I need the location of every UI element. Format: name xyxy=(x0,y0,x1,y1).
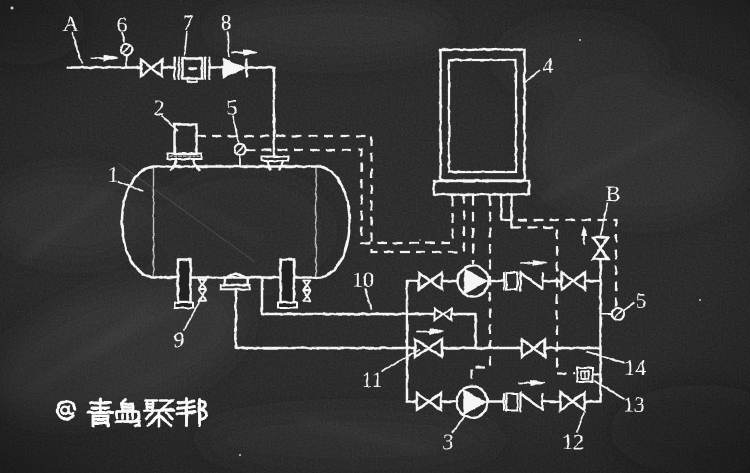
svg-text:B: B xyxy=(606,181,621,206)
svg-text:3: 3 xyxy=(443,429,454,454)
svg-text:1: 1 xyxy=(108,162,119,187)
svg-text:5: 5 xyxy=(227,95,238,120)
svg-text:10: 10 xyxy=(352,267,374,292)
svg-text:2: 2 xyxy=(154,95,165,120)
svg-text:13: 13 xyxy=(623,392,645,417)
svg-text:4: 4 xyxy=(543,53,554,78)
svg-text:8: 8 xyxy=(221,10,232,35)
svg-text:12: 12 xyxy=(562,429,584,454)
svg-text:5: 5 xyxy=(636,288,647,313)
svg-text:9: 9 xyxy=(174,327,185,352)
svg-text:A: A xyxy=(63,11,79,36)
svg-text:14: 14 xyxy=(624,355,646,380)
svg-text:11: 11 xyxy=(361,367,382,392)
svg-text:6: 6 xyxy=(117,12,128,37)
svg-text:7: 7 xyxy=(183,10,194,35)
